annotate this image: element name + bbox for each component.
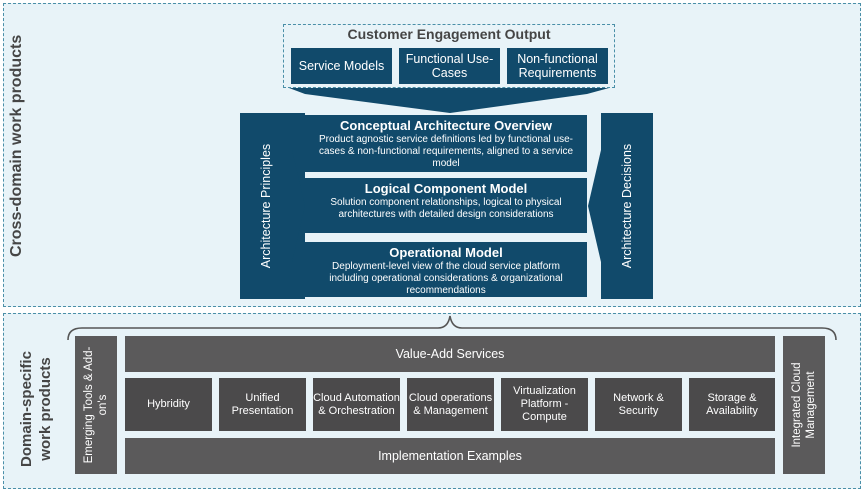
emerging-tools-label: Emerging Tools & Add-on's bbox=[83, 346, 109, 464]
layer-description: Solution component relationships, logica… bbox=[330, 197, 562, 220]
layer-title: Conceptual Architecture Overview bbox=[340, 118, 552, 133]
layer-description: Product agnostic service definitions led… bbox=[318, 134, 574, 169]
left-arrow-tip bbox=[292, 150, 305, 262]
storage-availability-box: Storage & Availability bbox=[689, 378, 775, 431]
integrated-cloud-management-label: Integrated Cloud Management bbox=[791, 362, 817, 448]
logical-component-layer: Logical Component Model Solution compone… bbox=[305, 178, 587, 233]
functional-use-cases-box: Functional Use-Cases bbox=[399, 48, 500, 84]
operational-model-layer: Operational Model Deployment-level view … bbox=[305, 242, 587, 297]
layer-title: Logical Component Model bbox=[364, 181, 528, 196]
unified-presentation-box: Unified Presentation bbox=[219, 378, 306, 431]
non-functional-requirements-box: Non-functional Requirements bbox=[507, 48, 608, 84]
funnel-shape bbox=[289, 88, 609, 113]
integrated-cloud-management-bar: Integrated Cloud Management bbox=[783, 336, 825, 474]
layer-title: Operational Model bbox=[389, 245, 503, 260]
brace-shape bbox=[67, 315, 837, 341]
virtualization-platform-box: Virtualization Platform - Compute bbox=[501, 378, 588, 431]
emerging-tools-bar: Emerging Tools & Add-on's bbox=[75, 336, 117, 474]
conceptual-architecture-layer: Conceptual Architecture Overview Product… bbox=[305, 115, 587, 172]
network-security-box: Network & Security bbox=[595, 378, 682, 431]
architecture-decisions-panel: Architecture Decisions bbox=[601, 113, 653, 299]
architecture-principles-label: Architecture Principles bbox=[259, 143, 273, 269]
value-add-services-bar: Value-Add Services bbox=[125, 336, 775, 372]
right-arrow-tip bbox=[588, 150, 601, 262]
architecture-decisions-label: Architecture Decisions bbox=[620, 143, 634, 269]
architecture-principles-panel: Architecture Principles bbox=[240, 113, 292, 299]
hybridity-box: Hybridity bbox=[125, 378, 212, 431]
layer-description: Deployment-level view of the cloud servi… bbox=[329, 261, 563, 296]
implementation-examples-bar: Implementation Examples bbox=[125, 438, 775, 474]
cloud-operations-box: Cloud operations & Management bbox=[407, 378, 494, 431]
customer-engagement-title: Customer Engagement Output bbox=[347, 26, 551, 42]
service-models-box: Service Models bbox=[291, 48, 392, 84]
cloud-automation-box: Cloud Automation & Orchestration bbox=[313, 378, 400, 431]
